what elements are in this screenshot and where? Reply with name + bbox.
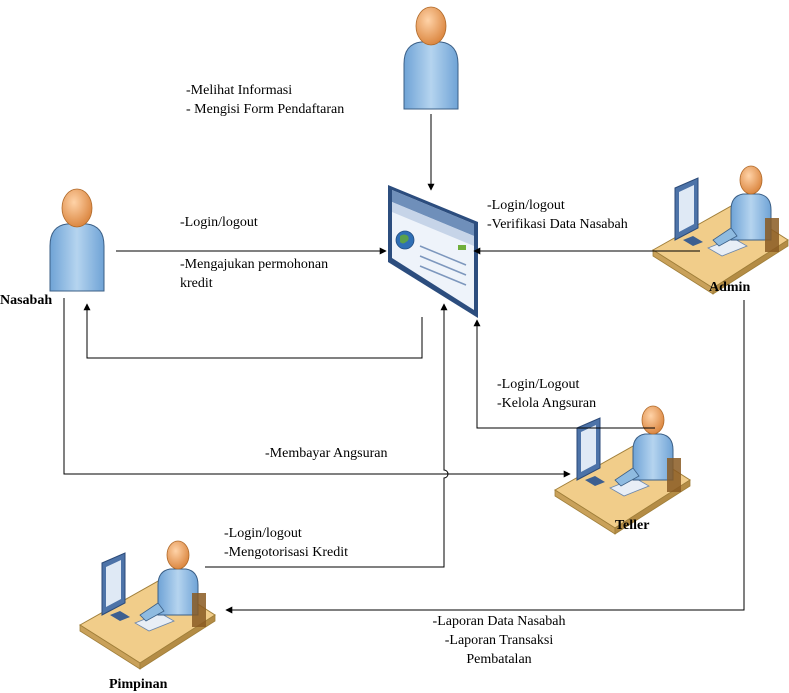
teller-activity-label: -Login/Logout -Kelola Angsuran <box>497 375 596 413</box>
public-user-label: -Melihat Informasi - Mengisi Form Pendaf… <box>186 81 344 119</box>
public-label-line1: -Melihat Informasi <box>186 83 293 98</box>
admin-label-line1: -Login/logout <box>487 198 565 213</box>
pimpinan-to-system-arrow <box>205 303 449 568</box>
admin-activity-label: -Login/logout -Verifikasi Data Nasabah <box>487 196 628 234</box>
nasabah-request-line2: kredit <box>180 276 213 291</box>
pay-installment-label: -Membayar Angsuran <box>265 446 388 461</box>
pimpinan-name: Pimpinan <box>109 677 168 692</box>
nasabah-person-icon <box>49 188 105 292</box>
report-label: -Laporan Data Nasabah -Laporan Transaksi… <box>405 612 593 669</box>
report-label-line3: Pembatalan <box>466 652 532 667</box>
admin-name: Admin <box>709 280 751 295</box>
public-user-person-icon <box>403 6 459 110</box>
admin-to-pimpinan-arrow <box>225 300 745 614</box>
pimpinan-label-line1: -Login/logout <box>224 526 302 541</box>
pimpinan-activity-label: -Login/logout -Mengotorisasi Kredit <box>224 524 348 562</box>
report-label-line1: -Laporan Data Nasabah <box>432 614 566 629</box>
nasabah-login-label: -Login/logout <box>180 215 258 230</box>
nasabah-request-label: -Mengajukan permohonan kredit <box>180 255 328 293</box>
teller-label-line2: -Kelola Angsuran <box>497 396 597 411</box>
nasabah-request-line1: -Mengajukan permohonan <box>180 257 329 272</box>
pimpinan-workstation-icon <box>79 540 216 670</box>
web-browser-icon <box>388 185 478 318</box>
teller-name: Teller <box>615 518 650 533</box>
nasabah-to-teller-arrow <box>63 298 571 478</box>
pimpinan-label-line2: -Mengotorisasi Kredit <box>224 545 349 560</box>
admin-label-line2: -Verifikasi Data Nasabah <box>487 217 628 232</box>
teller-to-system-arrow <box>473 319 655 429</box>
nasabah-name: Nasabah <box>0 293 53 308</box>
teller-workstation-icon <box>554 405 691 535</box>
admin-workstation-icon <box>652 165 789 295</box>
system-to-nasabah-arrow <box>83 303 423 359</box>
public-label-line2: - Mengisi Form Pendaftaran <box>186 102 345 117</box>
report-label-line2: -Laporan Transaksi <box>444 633 554 648</box>
teller-label-line1: -Login/Logout <box>497 377 580 392</box>
